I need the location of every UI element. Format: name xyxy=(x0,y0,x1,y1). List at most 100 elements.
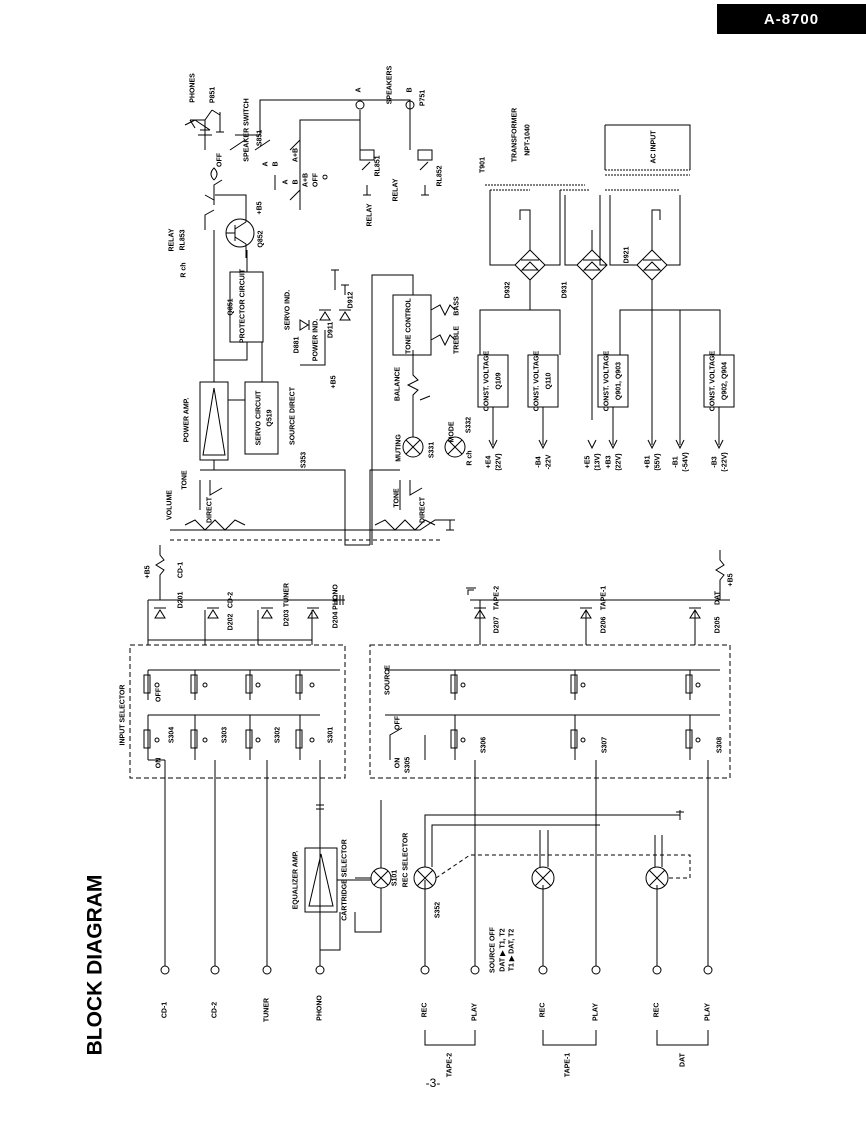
input-selector-label: INPUT SELECTOR xyxy=(119,684,127,746)
treble-label: TREBLE xyxy=(453,326,461,354)
ref-s352: S352 xyxy=(434,901,442,919)
rec-selectors xyxy=(413,810,691,890)
relay-rl851 xyxy=(359,149,375,161)
speaker-terminal-b xyxy=(405,100,415,110)
ref-d911: D911 xyxy=(327,321,335,339)
const-voltage-q901 xyxy=(597,354,629,408)
jack-label-tape2-play: PLAY xyxy=(471,1002,479,1022)
jack-label-cd2: CD-2 xyxy=(211,1001,219,1019)
ref-s306: S306 xyxy=(480,736,488,754)
input-off-label: OFF xyxy=(155,688,163,702)
power-amp-label: POWER AMP. xyxy=(183,397,191,443)
group-label-tape2: TAPE-2 xyxy=(446,1052,454,1078)
input-leds xyxy=(147,545,730,645)
jack-label-tape2-rec: REC xyxy=(421,1002,429,1018)
transformer-label: TRANSFORMER xyxy=(511,107,519,163)
jack-cd1 xyxy=(160,965,170,975)
ref-s303: S303 xyxy=(221,726,229,744)
rectifiers xyxy=(479,190,721,420)
terminal-label-a: A xyxy=(355,87,363,93)
jack-label-tape1-play: PLAY xyxy=(592,1002,600,1022)
ref-d203: D203 xyxy=(283,609,291,627)
jack-label-phono: PHONO xyxy=(316,995,324,1021)
jack-cd2 xyxy=(210,965,220,975)
ref-d202: D202 xyxy=(227,613,235,631)
ref-q851: Q851 xyxy=(227,298,235,316)
led-label-tape1: TAPE-1 xyxy=(600,585,608,611)
rch-label-right: R ch xyxy=(466,450,474,466)
input-on-label: ON xyxy=(155,757,163,769)
bass-label: BASS xyxy=(453,296,461,316)
phones-label: PHONES xyxy=(189,73,197,103)
ref-q852: Q852 xyxy=(257,230,265,248)
ref-s101: S101 xyxy=(391,869,399,887)
tone-label-left: TONE xyxy=(181,470,189,490)
sw-pos-ab: A+B xyxy=(302,172,310,188)
rail-e4-v: (22V) xyxy=(495,453,503,471)
jack-label-dat-rec: REC xyxy=(653,1002,661,1018)
source-note-3: T1 ▶ DAT, T2 xyxy=(508,928,516,972)
speaker-terminal-a xyxy=(355,100,365,110)
jack-label-tuner: TUNER xyxy=(263,997,271,1023)
protector-circuit-label: PROTECTOR CIRCUIT xyxy=(239,268,247,344)
const-voltage-q109 xyxy=(477,354,509,408)
rail-b3m: -B3 xyxy=(711,456,719,468)
rail-b4-v: -22V xyxy=(545,454,553,470)
power-amp-section xyxy=(199,230,279,470)
transformer xyxy=(485,124,691,191)
ref-d205: D205 xyxy=(714,616,722,634)
group-label-dat: DAT xyxy=(679,1053,687,1067)
rail-b3p: +B3 xyxy=(605,455,613,469)
rail-b5-input: +B5 xyxy=(144,565,152,579)
power-ind-label: POWER IND. xyxy=(312,318,320,362)
source-selector-box xyxy=(369,644,731,779)
volume-section xyxy=(170,469,455,546)
rail-b5-relay: +B5 xyxy=(256,201,264,215)
balance-label: BALANCE xyxy=(394,366,402,402)
source-on-label: ON xyxy=(394,757,402,769)
source-off-label: OFF xyxy=(394,716,402,730)
servo-circuit-label: SERVO CIRCUIT xyxy=(255,390,263,446)
input-wires xyxy=(164,760,709,966)
led-label-tape2: TAPE-2 xyxy=(493,585,501,611)
ref-rl851: RL851 xyxy=(374,155,382,177)
sw-pos-o: O xyxy=(322,174,330,180)
ref-d912: D912 xyxy=(347,291,355,309)
ref-s301: S301 xyxy=(327,726,335,744)
phones-off-label: OFF xyxy=(216,153,224,167)
ref-q902: Q902, Q904 xyxy=(721,361,729,401)
led-label-cd2: CD-2 xyxy=(227,591,235,609)
indicator-leds xyxy=(299,269,351,366)
mode-switch xyxy=(444,436,466,458)
ref-d921: D921 xyxy=(623,246,631,264)
ref-p851: P851 xyxy=(209,86,217,104)
sw-pos-a2: A xyxy=(262,161,270,167)
ref-d207: D207 xyxy=(493,616,501,634)
jack-tape1-rec xyxy=(538,965,548,975)
rail-e4: +E4 xyxy=(485,455,493,469)
ref-s331: S331 xyxy=(428,441,436,459)
equalizer-amp xyxy=(304,800,392,933)
sw-pos-off: OFF xyxy=(312,173,320,187)
led-label-dat: DAT xyxy=(714,591,722,605)
jack-dat-play xyxy=(703,965,713,975)
ref-s302: S302 xyxy=(274,726,282,744)
speaker-switch-label: SPEAKER SWITCH xyxy=(243,98,251,162)
ref-q110: Q110 xyxy=(545,372,553,390)
tone-control-label: TONE CONTROL xyxy=(405,298,413,354)
group-label-tape1: TAPE-1 xyxy=(564,1052,572,1078)
jack-label-dat-play: PLAY xyxy=(704,1002,712,1022)
rec-selector-dat xyxy=(645,866,669,890)
ref-d932: D932 xyxy=(504,281,512,299)
rail-b3p-v: (22V) xyxy=(615,453,623,471)
const-voltage-label-4: CONST. VOLTAGE xyxy=(709,350,717,412)
mode-label: MODE xyxy=(448,421,456,443)
ref-p751: P751 xyxy=(419,89,427,107)
ref-s304: S304 xyxy=(168,726,176,744)
source-note-2: DAT ▶ T1, T2 xyxy=(499,928,507,972)
source-direct-label: SOURCE DIRECT xyxy=(289,387,297,445)
rail-b1m: -B1 xyxy=(672,456,680,468)
protector-circuit-box xyxy=(229,271,264,343)
page-number: -3- xyxy=(425,1076,441,1090)
ac-input-label: AC INPUT xyxy=(650,130,658,164)
